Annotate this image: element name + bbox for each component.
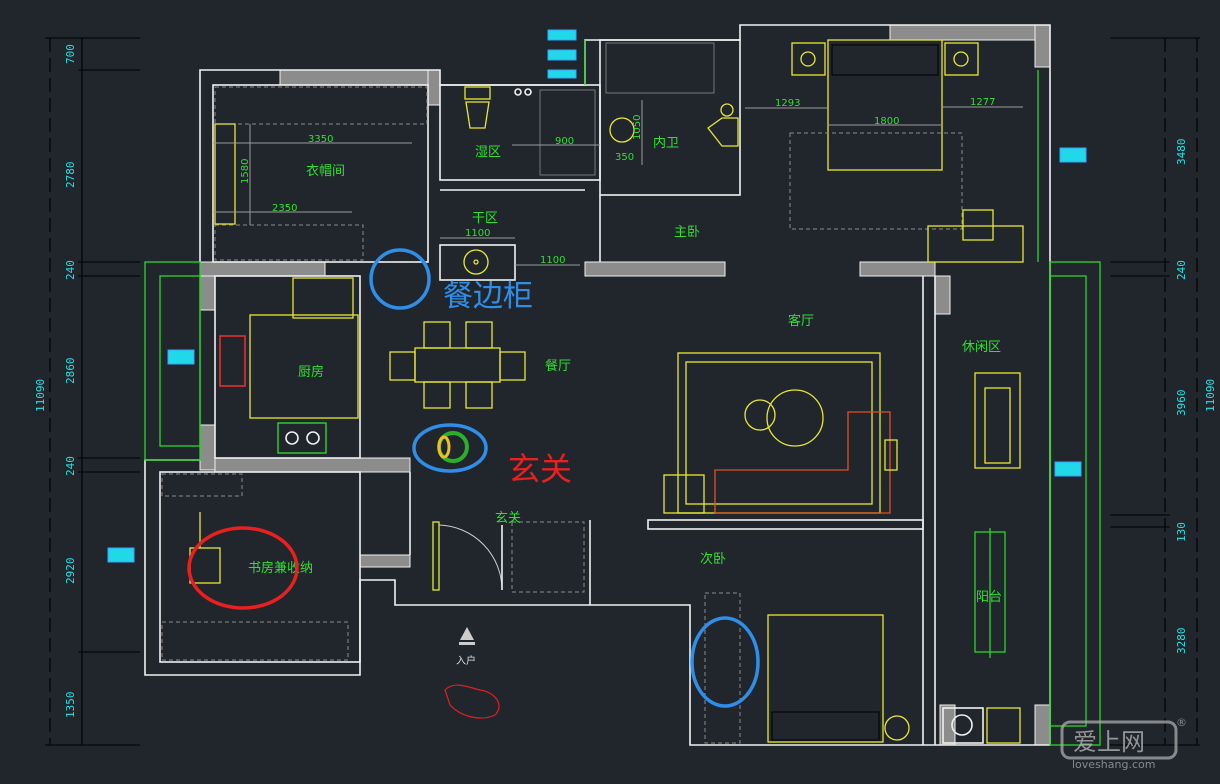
dim-1100-a: 1100 bbox=[465, 228, 490, 239]
room-second-bedroom: 次卧 bbox=[700, 551, 726, 567]
leisure-balcony: 休闲区 阳台 bbox=[942, 340, 1021, 744]
room-dining: 餐厅 bbox=[545, 358, 571, 374]
dim-right-4: 3280 bbox=[1175, 628, 1188, 655]
entry-arrow-icon bbox=[460, 627, 474, 640]
room-inner-bath: 内卫 bbox=[653, 135, 679, 151]
dim-1580: 1580 bbox=[240, 159, 251, 184]
room-master-bedroom: 主卧 bbox=[674, 225, 700, 240]
dining: 餐厅 bbox=[389, 321, 571, 409]
dim-1100-b: 1100 bbox=[540, 255, 565, 266]
dim-1800: 1800 bbox=[874, 116, 899, 127]
dim-350: 350 bbox=[615, 152, 634, 163]
sideboard-marker bbox=[369, 248, 431, 310]
window-markers bbox=[107, 29, 1087, 563]
room-foyer: 玄关 bbox=[495, 511, 521, 526]
room-living: 客厅 bbox=[788, 313, 814, 329]
bathrooms: 900 湿区 1050 350 内卫 bbox=[464, 42, 739, 176]
annotation-sideboard: 餐边柜 bbox=[443, 279, 533, 314]
left-dimension-chain: 700 2780 240 2860 240 2920 1350 11090 bbox=[34, 37, 140, 746]
watermark-domain: loveshang.com bbox=[1072, 758, 1155, 771]
dim-1050: 1050 bbox=[632, 115, 643, 140]
dim-left-2: 240 bbox=[64, 260, 77, 280]
dim-left-3: 2860 bbox=[64, 358, 77, 385]
room-study: 书房兼收纳 bbox=[248, 560, 313, 576]
dim-2350: 2350 bbox=[272, 203, 297, 214]
foyer: 玄关 入户 bbox=[432, 511, 585, 719]
dim-3350: 3350 bbox=[308, 134, 333, 145]
person-icon bbox=[444, 684, 500, 719]
wardrobe-marker bbox=[690, 616, 760, 708]
room-leisure: 休闲区 bbox=[962, 340, 1001, 355]
dry-zone: 1100 1100 干区 bbox=[439, 211, 580, 281]
room-balcony: 阳台 bbox=[976, 590, 1002, 605]
dim-left-total: 11090 bbox=[34, 379, 47, 412]
dim-left-5: 2920 bbox=[64, 558, 77, 585]
room-closet: 衣帽间 bbox=[306, 163, 345, 179]
dim-right-total: 11090 bbox=[1204, 379, 1217, 412]
dim-left-6: 1350 bbox=[64, 692, 77, 719]
closet: 3350 1580 2350 衣帽间 bbox=[213, 86, 428, 261]
dim-left-1: 2780 bbox=[64, 162, 77, 189]
walls bbox=[144, 24, 1051, 746]
watermark-brand: 爱上网 bbox=[1073, 728, 1145, 756]
dim-right-3: 130 bbox=[1175, 522, 1188, 542]
living-room: 客厅 bbox=[663, 313, 898, 514]
dim-1277: 1277 bbox=[970, 97, 995, 108]
dim-left-0: 700 bbox=[64, 44, 77, 64]
watermark-logo: 爱上网 loveshang.com ® bbox=[1060, 716, 1187, 771]
study-marker bbox=[187, 526, 299, 610]
watermark-reg: ® bbox=[1176, 716, 1187, 729]
dim-900: 900 bbox=[555, 136, 574, 147]
annotations: 餐边柜 玄关 bbox=[187, 248, 760, 708]
room-dry-zone: 干区 bbox=[472, 211, 498, 226]
room-kitchen: 厨房 bbox=[298, 364, 324, 380]
master-bedroom: 1293 1277 1800 主卧 bbox=[674, 39, 1024, 263]
room-entry: 入户 bbox=[456, 654, 476, 667]
dim-left-4: 240 bbox=[64, 456, 77, 476]
foyer-marker bbox=[412, 423, 488, 473]
annotation-foyer: 玄关 bbox=[508, 450, 572, 488]
second-bedroom: 次卧 bbox=[700, 551, 910, 744]
dim-right-2: 3960 bbox=[1175, 390, 1188, 417]
dim-right-1: 240 bbox=[1175, 260, 1188, 280]
kitchen: 厨房 bbox=[219, 277, 359, 454]
balcony-glazing bbox=[144, 40, 1101, 746]
dim-right-0: 3480 bbox=[1175, 139, 1188, 166]
dim-1293: 1293 bbox=[775, 98, 800, 109]
right-dimension-chain: 3480 240 3960 130 3280 11090 bbox=[1110, 37, 1217, 746]
room-wet-zone: 湿区 bbox=[475, 145, 501, 160]
structural-walls bbox=[199, 24, 1051, 746]
